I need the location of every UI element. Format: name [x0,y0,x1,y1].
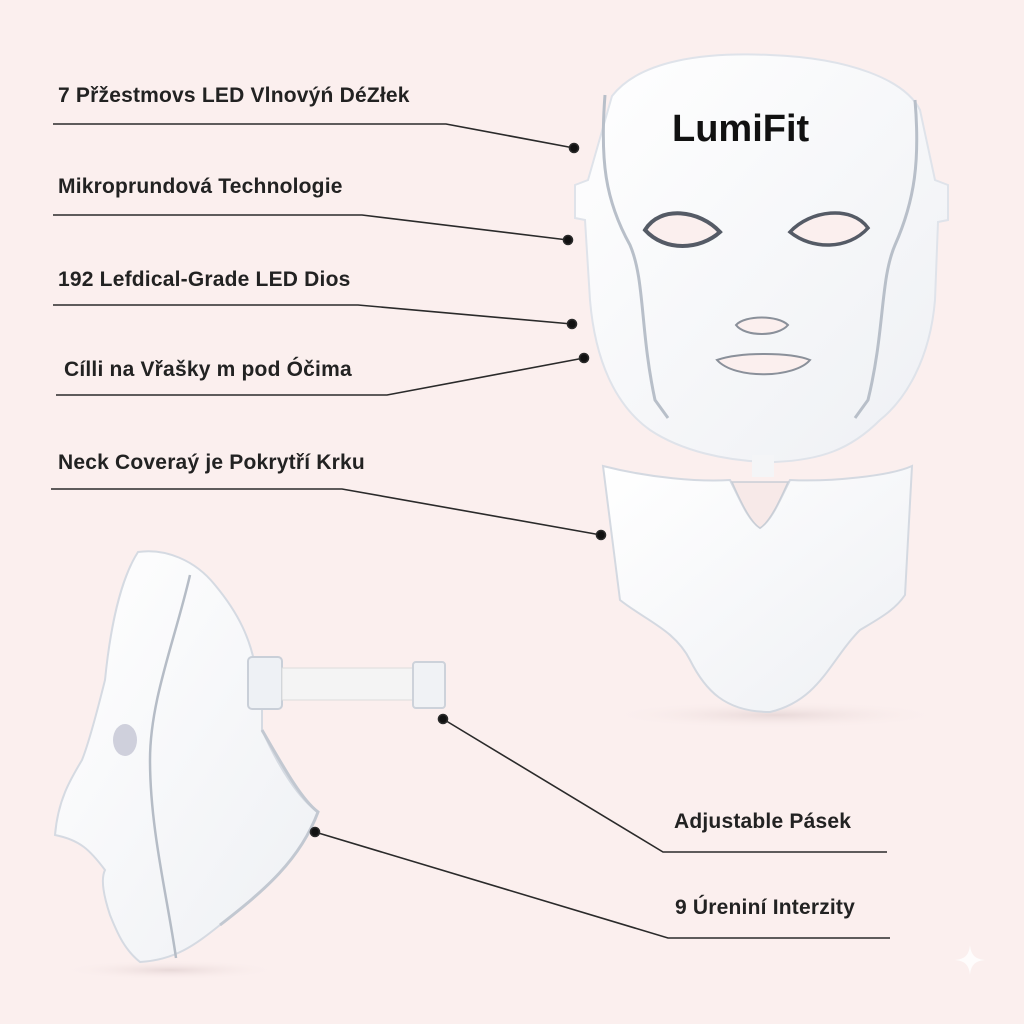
callout-intensity: 9 Úreniní Interzity [675,896,856,919]
front-face-mask [574,53,949,477]
callout-strap: Adjustable Pásek [674,810,852,833]
side-face-mask [53,550,446,980]
sparkle-icon [955,945,985,975]
callout-lines [51,123,890,939]
callout-microcurrent: Mikroprundová Technologie [58,175,343,198]
brand-logo: LumiFit [672,108,810,150]
callout-led-diodes: 192 Lefdical-Grade LED Dios [58,268,351,291]
callout-neck: Neck Coveraý je Pokrytří Krku [58,451,365,474]
callout-wrinkles: Cílli na Vřašky m pod Óčima [64,358,352,381]
callout-wavelengths: 7 Přžestmovs LED Vlnovýń DéZłek [58,84,410,107]
neck-mask [601,464,945,729]
